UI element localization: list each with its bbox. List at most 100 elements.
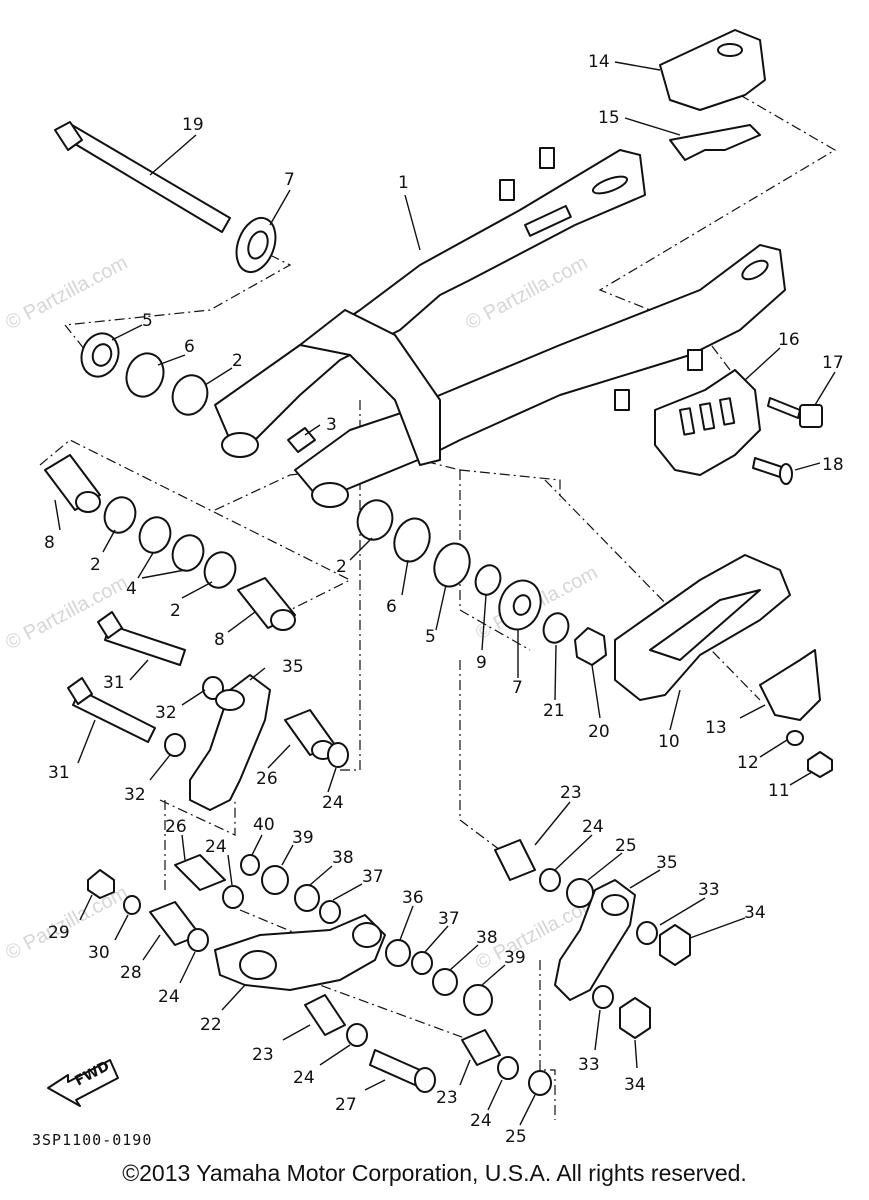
- callout-24: 24: [582, 817, 604, 837]
- callout-24: 24: [293, 1068, 315, 1088]
- callout-39: 39: [504, 948, 526, 968]
- callout-2: 2: [170, 601, 181, 621]
- callout-14: 14: [588, 52, 610, 72]
- washer: [240, 854, 260, 876]
- collar: [261, 865, 289, 895]
- callout-23: 23: [252, 1045, 274, 1065]
- callout-8: 8: [44, 533, 55, 553]
- plate: [759, 649, 821, 721]
- collar: [494, 839, 536, 881]
- bolt: [369, 1049, 436, 1093]
- callout-24: 24: [158, 987, 180, 1007]
- screw: [752, 457, 793, 485]
- callout-33: 33: [698, 880, 720, 900]
- bearing: [346, 1023, 368, 1047]
- copyright-notice: ©2013 Yamaha Motor Corporation, U.S.A. A…: [122, 1160, 747, 1186]
- bearing: [356, 499, 394, 541]
- callout-3: 3: [326, 415, 337, 435]
- washer: [123, 895, 141, 915]
- callout-37: 37: [362, 867, 384, 887]
- callout-26: 26: [165, 817, 187, 837]
- collar: [463, 984, 493, 1016]
- bearing: [187, 928, 209, 952]
- callout-25: 25: [615, 836, 637, 856]
- connecting-rod: [554, 879, 636, 1001]
- callout-23: 23: [436, 1088, 458, 1108]
- callout-18: 18: [822, 455, 844, 475]
- callout-38: 38: [332, 848, 354, 868]
- grease-nipple: [287, 427, 316, 453]
- oil-seal: [294, 884, 320, 912]
- callout-6: 6: [386, 597, 397, 617]
- oil-seal: [235, 216, 277, 274]
- callout-31: 31: [48, 763, 70, 783]
- callout-24: 24: [470, 1111, 492, 1131]
- callout-7: 7: [512, 678, 523, 698]
- callout-8: 8: [214, 630, 225, 650]
- bolt: [807, 751, 833, 778]
- callout-30: 30: [88, 943, 110, 963]
- callout-35: 35: [656, 853, 678, 873]
- chain-guide-upper: [659, 29, 766, 111]
- callout-6: 6: [184, 337, 195, 357]
- callout-2: 2: [336, 557, 347, 577]
- collar: [44, 454, 101, 513]
- washer: [542, 612, 570, 644]
- callout-2: 2: [90, 555, 101, 575]
- connecting-rod: [189, 674, 271, 811]
- collar: [237, 577, 296, 631]
- bearing: [497, 1056, 519, 1080]
- chain-guide: [654, 369, 761, 476]
- watermark: © Partzilla.com: [2, 252, 131, 335]
- callout-11: 11: [768, 781, 790, 801]
- swingarm: [214, 147, 786, 508]
- callout-9: 9: [476, 653, 487, 673]
- callout-24: 24: [205, 837, 227, 857]
- diagram-code: 3SP1100-0190: [32, 1131, 153, 1149]
- callout-29: 29: [48, 923, 70, 943]
- circlip: [411, 951, 433, 975]
- chain-support: [669, 124, 761, 161]
- callout-39: 39: [292, 828, 314, 848]
- bearing: [103, 496, 137, 534]
- callout-13: 13: [705, 718, 727, 738]
- callout-26: 26: [256, 769, 278, 789]
- nut: [574, 627, 607, 666]
- collar: [304, 994, 346, 1036]
- thrust-cover: [125, 352, 165, 398]
- callout-5: 5: [425, 627, 436, 647]
- callout-32: 32: [155, 703, 177, 723]
- callout-17: 17: [822, 353, 844, 373]
- bearing: [171, 374, 209, 416]
- callout-40: 40: [253, 815, 275, 835]
- oil-seal: [80, 332, 120, 378]
- bolt: [87, 869, 115, 899]
- relay-arm: [214, 914, 386, 991]
- collar: [174, 854, 226, 891]
- bolt: [67, 677, 156, 743]
- chain-case: [614, 554, 791, 701]
- callout-27: 27: [335, 1095, 357, 1115]
- oil-seal: [138, 516, 205, 572]
- callout-1: 1: [398, 173, 409, 193]
- washer: [592, 921, 658, 1009]
- thrust-cover: [393, 517, 431, 563]
- callout-20: 20: [588, 722, 610, 742]
- callout-24: 24: [322, 793, 344, 813]
- bolt: [97, 611, 186, 666]
- callout-34: 34: [744, 903, 766, 923]
- pivot-shaft: [54, 121, 231, 233]
- callout-12: 12: [737, 753, 759, 773]
- collar: [566, 878, 594, 908]
- callout-32: 32: [124, 785, 146, 805]
- callout-33: 33: [578, 1055, 600, 1075]
- bearing: [222, 885, 244, 909]
- bearing: [327, 742, 349, 768]
- washer: [474, 564, 502, 596]
- leader-lines: [54, 61, 836, 1126]
- callout-25: 25: [505, 1127, 527, 1147]
- collar: [461, 1029, 501, 1066]
- callout-19: 19: [182, 115, 204, 135]
- callout-2: 2: [232, 351, 243, 371]
- callout-37: 37: [438, 909, 460, 929]
